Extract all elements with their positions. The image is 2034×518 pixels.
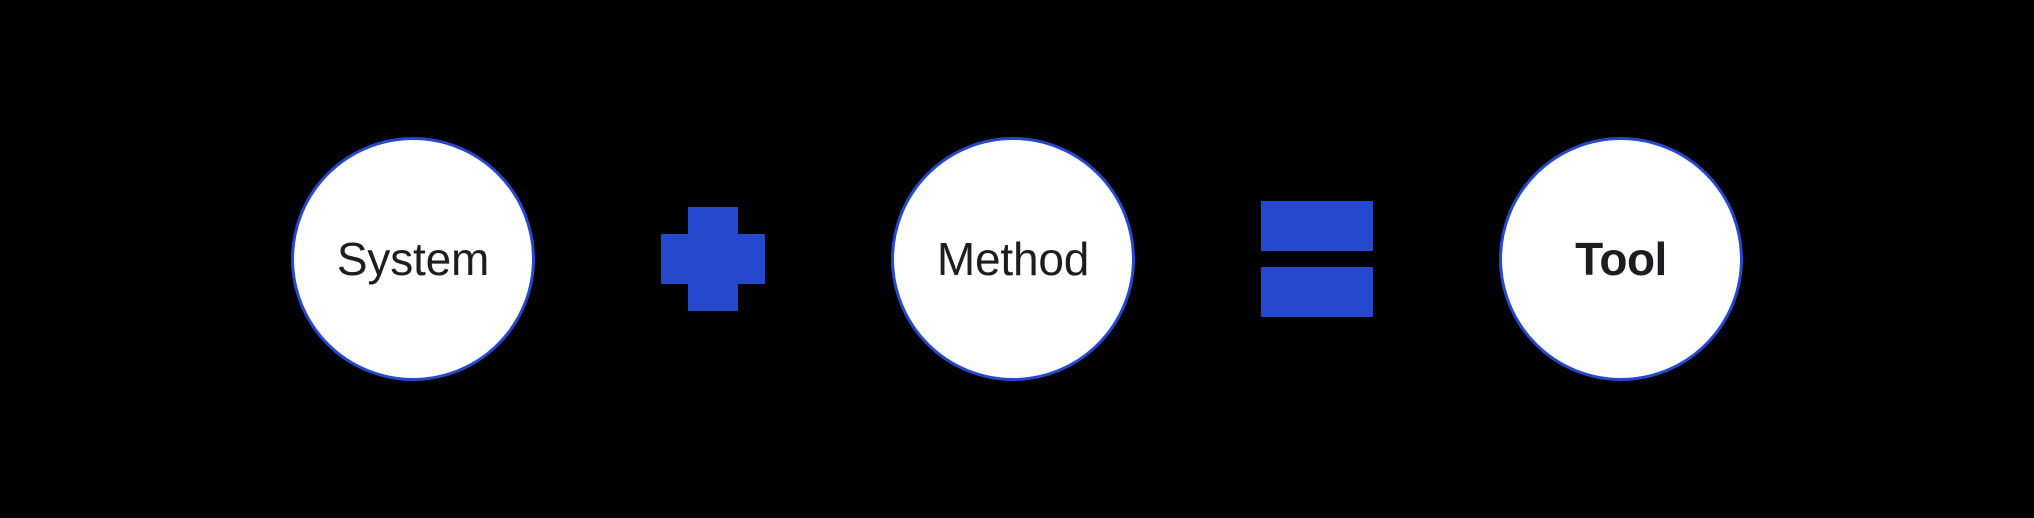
node-system[interactable]: System [291,137,535,381]
spacer-left [581,259,615,260]
equals-sign-icon [1261,201,1373,317]
equals-top-bar [1261,201,1373,251]
plus-vertical-bar [688,207,738,311]
spacer-equals-right [1419,259,1453,260]
node-method[interactable]: Method [891,137,1135,381]
node-tool-label: Tool [1575,233,1667,285]
node-method-label: Method [936,233,1090,285]
plus-sign-icon [661,207,765,311]
node-tool[interactable]: Tool [1499,137,1743,381]
node-system-label: System [336,233,490,285]
spacer-plus-right [811,259,845,260]
spacer-equals-left [1181,259,1215,260]
equals-bottom-bar [1261,267,1373,317]
